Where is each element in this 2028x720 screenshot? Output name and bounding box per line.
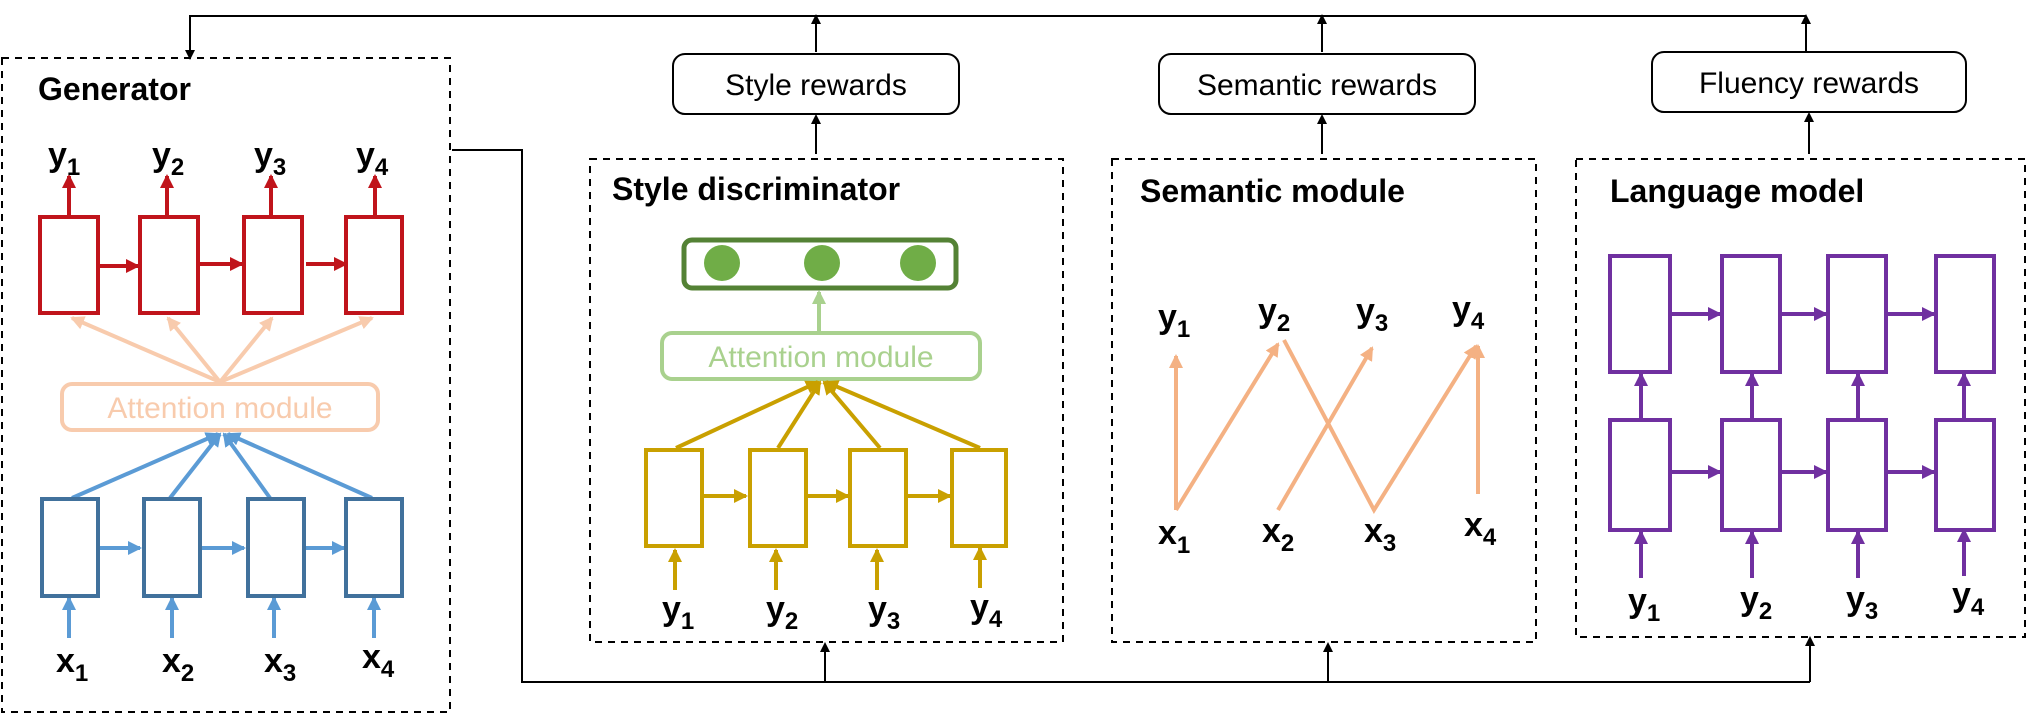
class-probability-dot [900, 245, 936, 281]
generator-attention-label: Attention module [107, 392, 332, 425]
style-rnn-cell [950, 448, 1008, 548]
lm-input-label: y3 [1846, 580, 1878, 625]
generator-title: Generator [38, 71, 191, 107]
semantic-target-label: y4 [1452, 290, 1485, 335]
style-rnn-cell [748, 448, 808, 548]
fluency-rewards-box: Fluency rewards [1651, 51, 1967, 154]
style-rnn-cell [848, 448, 908, 548]
encoder-cell [246, 497, 306, 598]
semantic-rewards-box: Semantic rewards [1158, 53, 1476, 154]
encoder-cell [344, 497, 404, 598]
style-rewards-label: Style rewards [725, 69, 907, 102]
lm-input-label: y1 [1628, 582, 1660, 627]
semantic-target-label: y2 [1258, 292, 1290, 337]
style-rewards-box: Style rewards [672, 53, 960, 154]
semantic-source-label: x1 [1158, 514, 1190, 559]
decoder-cell [38, 215, 100, 315]
language-model-title: Language model [1610, 173, 1864, 209]
lm-input-label: y4 [1952, 576, 1985, 621]
generator-input-label: x4 [362, 638, 395, 683]
lm-cells [1608, 254, 1996, 532]
decoder-cell [344, 215, 404, 315]
style-attention-label: Attention module [708, 341, 933, 374]
lm-arrows [1634, 307, 1971, 578]
generator-encoder-cells [40, 497, 404, 598]
lm-cell [1826, 254, 1888, 374]
lm-input-label: y2 [1740, 580, 1772, 625]
decoder-cell [138, 215, 200, 315]
lm-cell [1934, 418, 1996, 532]
style-rnn-cells [644, 448, 1008, 548]
generator-decoder-arrows [62, 174, 382, 273]
generator-output-label: y4 [356, 136, 389, 181]
lm-cell [1608, 254, 1672, 374]
semantic-module-title: Semantic module [1140, 173, 1405, 209]
encoder-cell [142, 497, 202, 598]
generator-output-connector [452, 149, 1815, 683]
lm-cell [1720, 418, 1782, 532]
generator-input-label: x1 [56, 642, 88, 687]
semantic-source-label: x3 [1364, 512, 1396, 557]
generator-encoder-to-attention [71, 432, 373, 500]
generator-input-label: x2 [162, 642, 194, 687]
lm-cell [1826, 418, 1888, 532]
generator-attention-module [60, 382, 380, 432]
style-rnn-arrows [668, 489, 987, 590]
decoder-cell [242, 215, 304, 315]
semantic-alignment-lines [1169, 339, 1485, 515]
fluency-rewards-label: Fluency rewards [1699, 67, 1919, 100]
generator-output-label: y2 [152, 136, 184, 181]
style-attention-module [660, 331, 982, 381]
style-discriminator-panel [589, 158, 1064, 643]
semantic-target-label: y1 [1158, 298, 1190, 343]
language-model-panel [1575, 158, 2026, 638]
style-input-label: y1 [662, 590, 694, 635]
style-input-label: y3 [868, 590, 900, 635]
style-discriminator-title: Style discriminator [612, 171, 900, 207]
lm-cell [1934, 254, 1996, 374]
semantic-source-label: x4 [1464, 506, 1497, 551]
semantic-source-label: x2 [1262, 512, 1294, 557]
lm-cell [1720, 254, 1782, 374]
style-rnn-to-attention [675, 380, 981, 450]
encoder-cell [40, 497, 100, 598]
generator-attention-arrows [70, 316, 374, 384]
style-input-label: y4 [970, 588, 1003, 633]
class-probability-dot [704, 245, 740, 281]
style-input-label: y2 [766, 590, 798, 635]
generator-input-label: x3 [264, 642, 296, 687]
style-rnn-cell [644, 448, 704, 548]
generator-panel [1, 57, 451, 713]
generator-output-label: y1 [48, 136, 80, 181]
semantic-module-panel [1111, 158, 1537, 643]
class-probability-dot [804, 245, 840, 281]
generator-output-label: y3 [254, 136, 286, 181]
feedback-top-connector [185, 14, 1811, 60]
semantic-target-label: y3 [1356, 292, 1388, 337]
generator-encoder-arrows [62, 541, 381, 638]
semantic-rewards-label: Semantic rewards [1197, 69, 1437, 102]
generator-decoder-cells [38, 215, 404, 315]
lm-cell [1608, 418, 1672, 532]
